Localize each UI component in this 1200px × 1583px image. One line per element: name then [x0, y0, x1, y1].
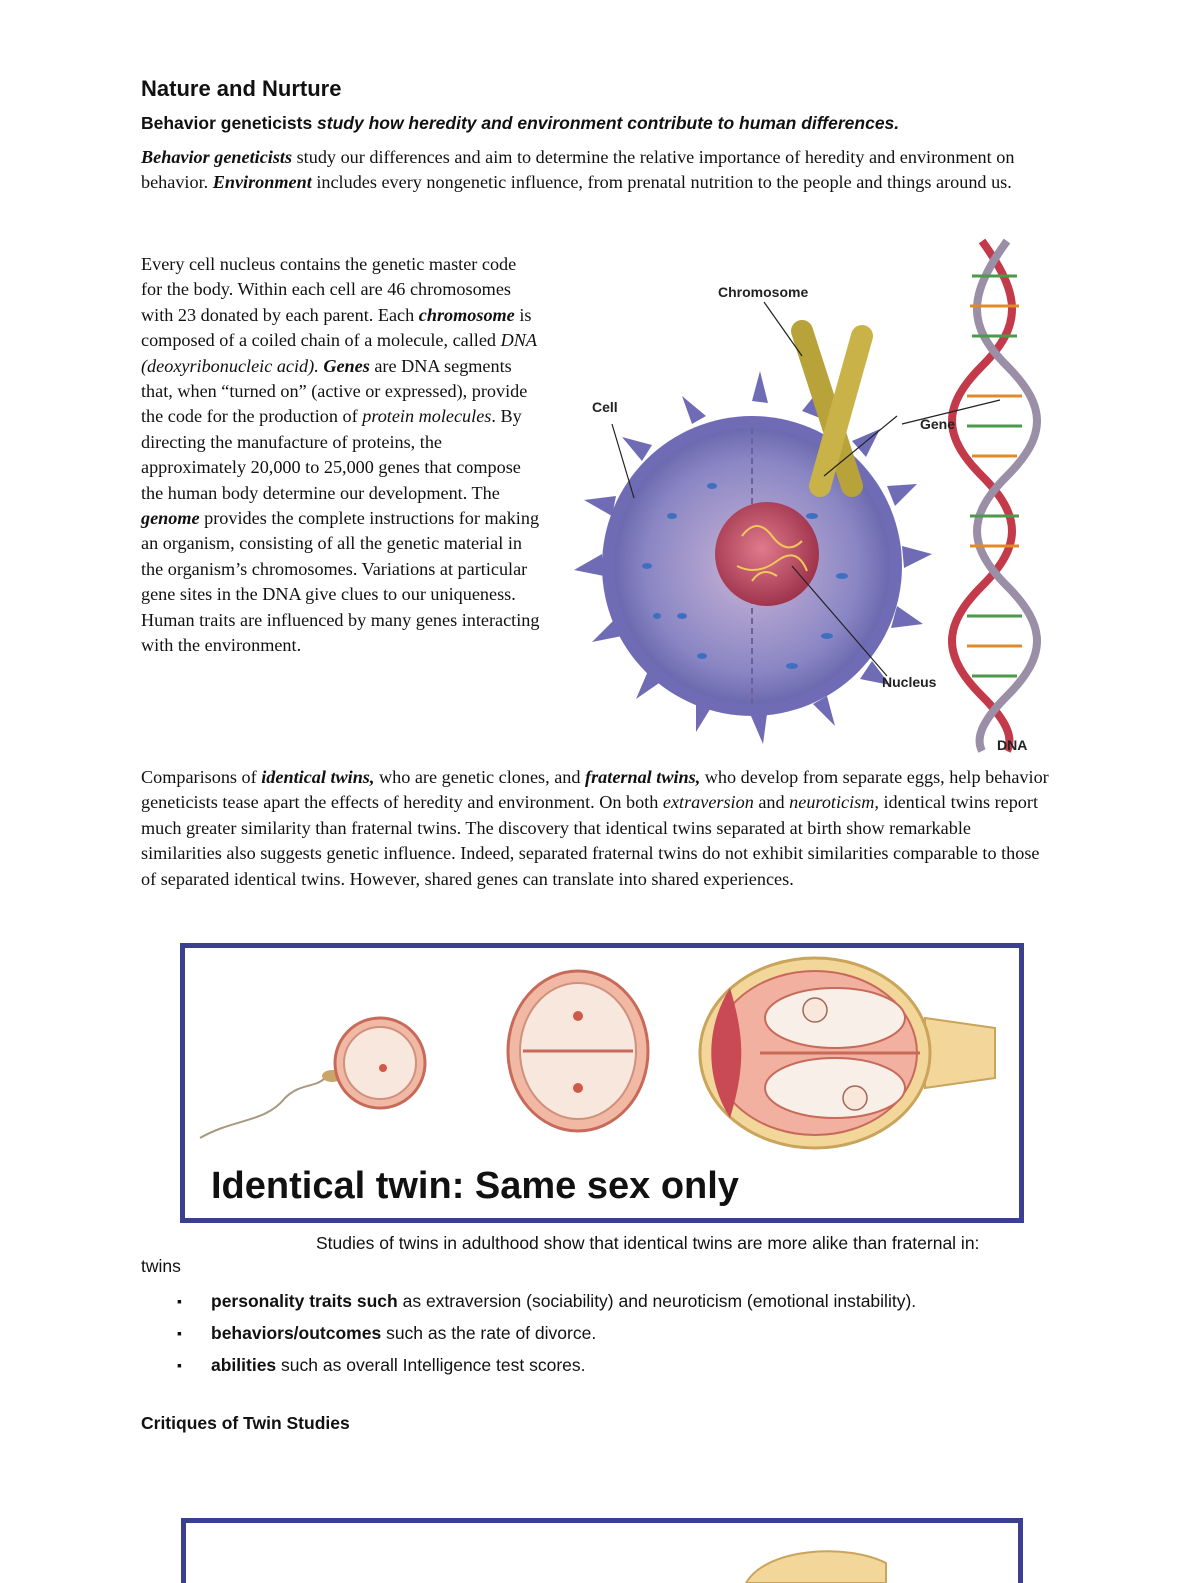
label-gene: Gene [920, 416, 955, 432]
term-protein-molecules: protein molecules [362, 406, 492, 427]
bullet-icon: ▪ [177, 1293, 182, 1309]
text-span: . By directing the manufacture of protei… [141, 406, 522, 503]
twin-findings-list: ▪ personality traits such as extraversion… [141, 1289, 916, 1385]
term-dna: DNA [500, 330, 537, 351]
list-item: ▪ abilities such as overall Intelligence … [141, 1353, 916, 1385]
term-fraternal-twins: fraternal twins, [585, 767, 701, 787]
bullet-bold: behaviors/outcomes [211, 1323, 382, 1343]
leader-lines [611, 301, 1001, 677]
dna-helix [948, 238, 1041, 753]
label-nucleus: Nucleus [882, 674, 937, 690]
bullet-bold: abilities [211, 1355, 277, 1375]
twin-development-illustration [199, 956, 996, 1150]
bullet-text: as extraversion (sociability) and neurot… [397, 1291, 917, 1311]
twins-word: twins [141, 1256, 181, 1276]
label-cell: Cell [592, 399, 618, 415]
two-cell-embryo [506, 969, 650, 1133]
text-span: identical twins report much greater simi… [141, 792, 1040, 889]
cell-shape [574, 371, 932, 744]
term-extraversion: extraversion [662, 792, 754, 813]
twin-fetuses [698, 956, 996, 1150]
identical-twin-illustration-box [180, 943, 1024, 1223]
bullet-icon: ▪ [177, 1357, 182, 1373]
list-item: ▪ personality traits such as extraversion… [141, 1289, 916, 1321]
text-span: (deoxyribonucleic acid). [141, 355, 319, 376]
bullet-text: such as overall Intelligence test scores… [276, 1355, 586, 1375]
text-span: study our differences and aim to determi… [141, 147, 1015, 193]
term-identical-twins: identical twins, [261, 767, 375, 787]
term-behavior-geneticists: Behavior geneticists [141, 147, 293, 167]
label-dna: DNA [997, 737, 1027, 753]
text-span: is composed of a coiled chain of a molec… [141, 304, 532, 351]
term-genome: genome [141, 508, 200, 529]
subtitle: Behavior geneticists study how heredity … [141, 113, 899, 134]
bullet-icon: ▪ [177, 1325, 182, 1341]
bullet-text: such as the rate of divorce. [381, 1323, 597, 1343]
subtitle-rest: study how heredity and environment contr… [312, 113, 900, 133]
second-illustration-box [181, 1518, 1023, 1583]
intro-paragraph: Behavior geneticists study our differenc… [141, 145, 1056, 196]
egg-cell [199, 1016, 427, 1139]
page-title: Nature and Nurture [141, 76, 342, 101]
text-span: Every cell nucleus contains the genetic … [141, 254, 517, 325]
term-genes: Genes [323, 355, 370, 376]
critiques-heading: Critiques of Twin Studies [141, 1413, 350, 1433]
text-span: who develop from separate eggs, help beh… [141, 767, 1049, 813]
term-chromosome: chromosome [418, 304, 515, 325]
term-neuroticism: neuroticism, [789, 792, 879, 813]
second-illustration [744, 1550, 887, 1583]
text-span: includes every nongenetic influence, fro… [311, 172, 1012, 193]
list-item: ▪ behaviors/outcomes such as the rate of … [141, 1321, 916, 1353]
text-span: and [753, 792, 790, 813]
twin-caption: Identical twin: Same sex only [211, 1165, 739, 1207]
term-environment: Environment [212, 172, 312, 193]
subtitle-lead: Behavior geneticists [141, 113, 313, 133]
twins-paragraph: Comparisons of identical twins, who are … [141, 765, 1056, 892]
text-span: who are genetic clones, and [374, 767, 586, 787]
twin-studies-intro: Studies of twins in adulthood show that … [316, 1233, 980, 1253]
text-span: are DNA segments that, when “turned on” … [141, 355, 528, 427]
text-span: provides the complete instructions for m… [141, 508, 540, 656]
text-span: Comparisons of [141, 767, 262, 787]
genetics-paragraph: Every cell nucleus contains the genetic … [141, 252, 541, 659]
bullet-bold: personality traits such [211, 1291, 398, 1311]
label-chromosome: Chromosome [718, 284, 808, 300]
cell-dna-illustration: Chromosome Cell Gene Nucleus DNA [574, 238, 1041, 753]
